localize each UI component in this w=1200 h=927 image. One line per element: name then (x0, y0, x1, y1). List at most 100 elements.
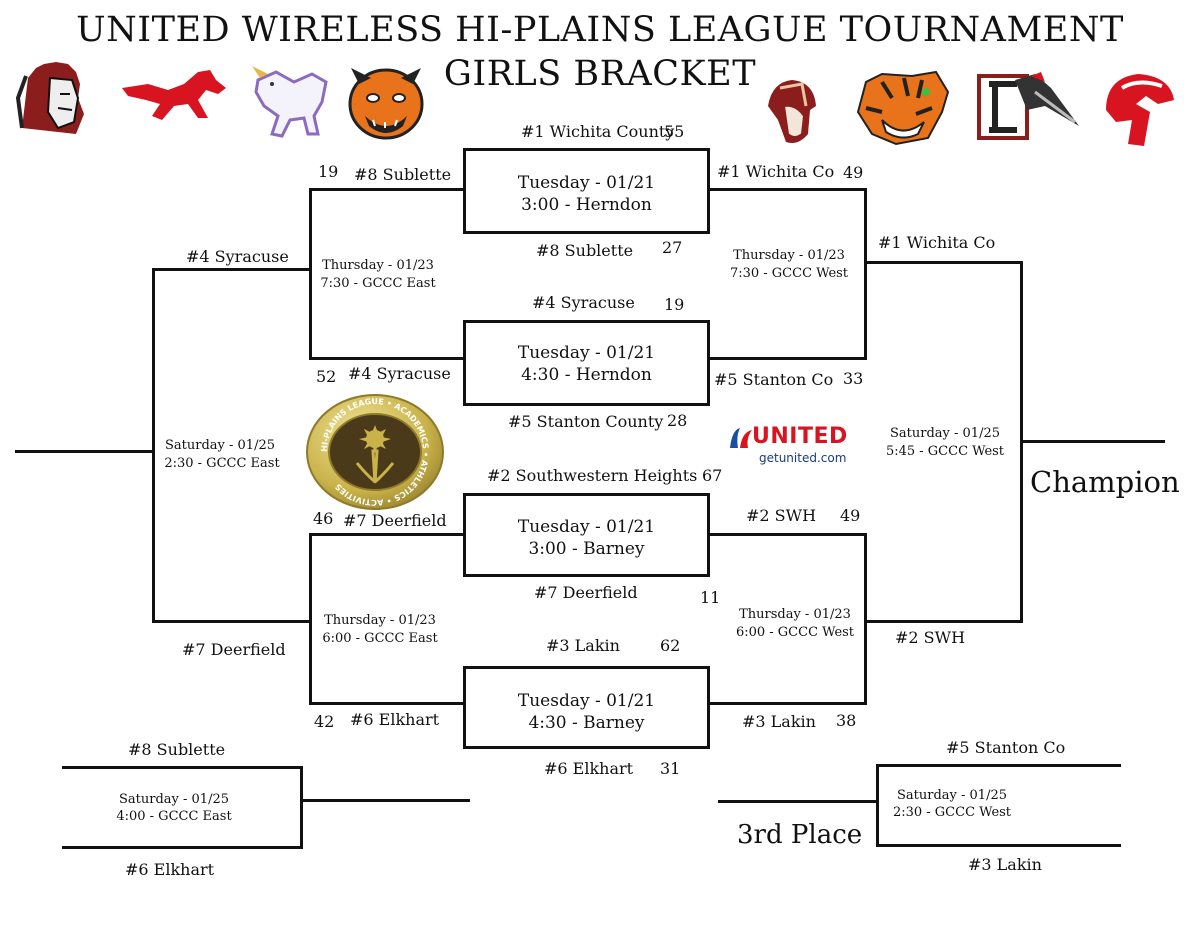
semi-top-team2: #5 Stanton Co (714, 370, 834, 389)
cons-semi-bot-line2 (309, 702, 466, 705)
maroon-trojan-icon (768, 80, 816, 143)
r1-g3-box-top (463, 493, 710, 496)
r1-g2-top-score: 19 (664, 295, 685, 314)
page-subtitle: GIRLS BRACKET (443, 54, 757, 94)
r1-g1-box-right (707, 148, 710, 234)
semi-top-vert (864, 188, 867, 360)
third-day: Saturday - 01/25 (896, 788, 1007, 803)
cons-final-out-line (15, 450, 155, 453)
united-swoosh-icon (730, 428, 752, 448)
sponsor-name: UNITED (752, 424, 848, 449)
cons-semi-top-score2: 52 (316, 367, 337, 386)
cons-semi-bot-vert (309, 533, 312, 705)
cons-semi-bot-day: Thursday - 01/23 (324, 613, 436, 628)
r1-g2-bottom-score: 28 (667, 411, 688, 430)
semi-bot-line2 (707, 702, 867, 705)
r1-g2-time: 4:30 - Herndon (521, 365, 652, 385)
orange-tiger-icon (856, 70, 950, 146)
r1-g4-box-bottom (463, 746, 710, 749)
cons-semi-top-team1: #8 Sublette (354, 165, 452, 184)
semi-top-line2 (707, 357, 867, 360)
r1-g2-box-left (463, 320, 466, 406)
final-day: Saturday - 01/25 (889, 426, 1000, 441)
cons-semi-top-line2 (309, 357, 466, 360)
third-time: 2:30 - GCCC West (892, 805, 1012, 820)
r1-g1-top-team: #1 Wichita County (521, 122, 675, 141)
r1-g4-top-score: 62 (660, 636, 681, 655)
third-place-label: 3rd Place (737, 820, 863, 850)
cons-semi-top-line1 (309, 188, 466, 191)
cons-final-team1: #4 Syracuse (186, 247, 289, 266)
third-out-line (718, 800, 879, 803)
semi-bot-score2: 38 (836, 711, 857, 730)
cons-semi-bot-team1: #7 Deerfield (343, 511, 447, 530)
cons-semi-bot-team2: #6 Elkhart (350, 710, 440, 729)
r1-g2-top-team: #4 Syracuse (532, 293, 635, 312)
cons-semi-top-score1: 19 (318, 162, 339, 181)
final-top-line (864, 261, 1023, 264)
sponsor-url: getunited.com (759, 451, 847, 465)
semi-bot-team2: #3 Lakin (742, 712, 816, 731)
semi-top-score2: 33 (843, 369, 864, 388)
cons-semi-top-vert (309, 188, 312, 360)
seventh-time: 4:00 - GCCC East (116, 809, 232, 824)
final-team2: #2 SWH (895, 628, 966, 647)
seventh-out-line (300, 799, 470, 802)
third-top-line (876, 764, 1121, 767)
seventh-vert (300, 766, 303, 849)
r1-g4-bottom-score: 31 (660, 759, 681, 778)
final-bot-line (864, 620, 1023, 623)
r1-g4-time: 4:30 - Barney (528, 713, 645, 733)
semi-top-day: Thursday - 01/23 (733, 248, 845, 263)
third-bot-line (876, 844, 1121, 847)
seventh-bot-line (62, 846, 303, 849)
semi-bot-score1: 49 (840, 506, 861, 525)
r1-g3-bottom-score: 11 (700, 588, 721, 607)
r1-g2-bottom-team: #5 Stanton County (508, 412, 664, 431)
cons-final-day: Saturday - 01/25 (164, 438, 275, 453)
semi-bot-line1 (707, 533, 867, 536)
cons-semi-top-time: 7:30 - GCCC East (320, 276, 436, 291)
champion-line (1020, 440, 1165, 443)
champion-label: Champion (1030, 465, 1180, 499)
r1-g1-day: Tuesday - 01/21 (517, 173, 656, 193)
r1-g4-bottom-team: #6 Elkhart (544, 759, 634, 778)
r1-g3-bottom-team: #7 Deerfield (534, 583, 638, 602)
r1-g1-time: 3:00 - Herndon (521, 195, 652, 215)
r1-g2-box-right (707, 320, 710, 406)
cons-final-vert (152, 268, 155, 623)
r1-g4-day: Tuesday - 01/21 (517, 691, 656, 711)
cons-final-top-line (152, 268, 312, 271)
cons-final-time: 2:30 - GCCC East (164, 456, 280, 471)
cons-semi-bot-line1 (309, 533, 466, 536)
semi-top-time: 7:30 - GCCC West (729, 266, 849, 281)
semi-top-line1 (707, 188, 867, 191)
r1-g2-day: Tuesday - 01/21 (517, 343, 656, 363)
cons-semi-top-team2: #4 Syracuse (348, 364, 451, 383)
semi-bot-day: Thursday - 01/23 (739, 607, 851, 622)
seventh-day: Saturday - 01/25 (118, 792, 229, 807)
r1-g1-top-score: 55 (664, 122, 685, 141)
semi-bot-vert (864, 533, 867, 705)
r1-g4-box-left (463, 666, 466, 749)
seventh-team1: #8 Sublette (128, 740, 226, 759)
r1-g4-top-team: #3 Lakin (546, 636, 620, 655)
cons-semi-bot-score1: 46 (313, 509, 334, 528)
seventh-top-line (62, 766, 303, 769)
page-title: UNITED WIRELESS HI-PLAINS LEAGUE TOURNAM… (76, 10, 1124, 50)
r1-g3-top-team: #2 Southwestern Heights (487, 466, 698, 485)
orange-bulldog-icon (348, 68, 424, 140)
r1-g2-box-bottom (463, 403, 710, 406)
r1-g1-bottom-team: #8 Sublette (536, 241, 634, 260)
cons-final-team2: #7 Deerfield (182, 640, 286, 659)
cons-semi-bot-score2: 42 (314, 712, 335, 731)
elkhart-e-woodpecker-icon (977, 72, 1079, 140)
seventh-team2: #6 Elkhart (125, 860, 215, 879)
r1-g3-day: Tuesday - 01/21 (517, 517, 656, 537)
r1-g3-box-bottom (463, 574, 710, 577)
third-team2: #3 Lakin (968, 855, 1042, 874)
r1-g1-box-left (463, 148, 466, 234)
r1-g1-box-bottom (463, 231, 710, 234)
r1-g1-bottom-score: 27 (662, 238, 683, 257)
